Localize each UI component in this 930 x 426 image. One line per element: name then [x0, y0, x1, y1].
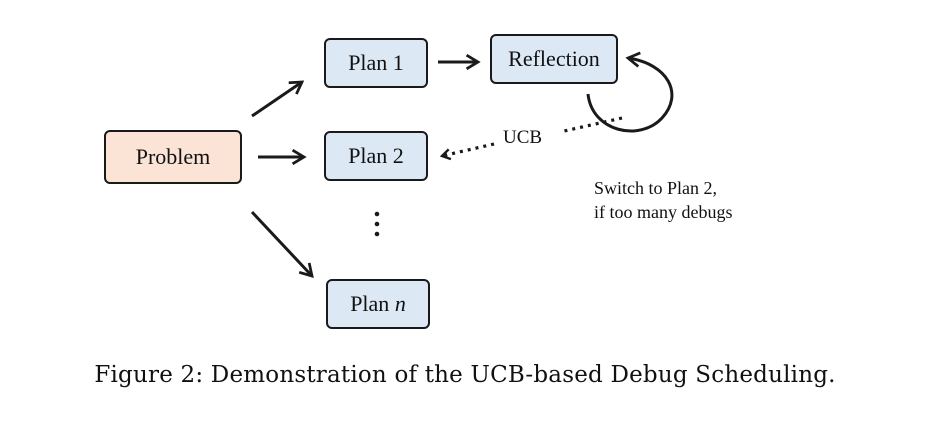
node-plan-1: Plan 1: [324, 38, 428, 88]
note-line-1: Switch to Plan 2,: [594, 178, 718, 198]
note-switch-plan: Switch to Plan 2, if too many debugs: [594, 176, 732, 224]
node-plan-2: Plan 2: [324, 131, 428, 181]
arrow-ucb-dotted-segment-1: [559, 116, 623, 134]
arrow-problem-to-plan-1: [251, 82, 302, 118]
node-plan-n-variable: n: [394, 291, 406, 316]
arrow-problem-to-plan-n: [250, 210, 312, 276]
edge-label-ucb: UCB: [503, 127, 543, 148]
node-plan-n: Plan n: [326, 279, 430, 329]
node-reflection: Reflection: [490, 34, 618, 84]
node-problem-label: Problem: [135, 144, 211, 169]
node-problem: Problem: [104, 130, 242, 184]
arrow-reflection-self-loop: [586, 58, 674, 133]
node-plan-n-prefix: Plan: [350, 291, 395, 316]
figure-caption: Figure 2: Demonstration of the UCB-based…: [94, 362, 836, 388]
vertical-ellipsis: [374, 211, 380, 237]
node-plan-2-label: Plan 2: [348, 143, 404, 168]
node-plan-n-label: Plan n: [350, 291, 406, 317]
node-plan-1-label: Plan 1: [348, 50, 404, 75]
arrow-ucb-dotted-segment-2: [442, 142, 495, 156]
note-line-2: if too many debugs: [594, 202, 733, 222]
node-reflection-label: Reflection: [508, 46, 600, 71]
